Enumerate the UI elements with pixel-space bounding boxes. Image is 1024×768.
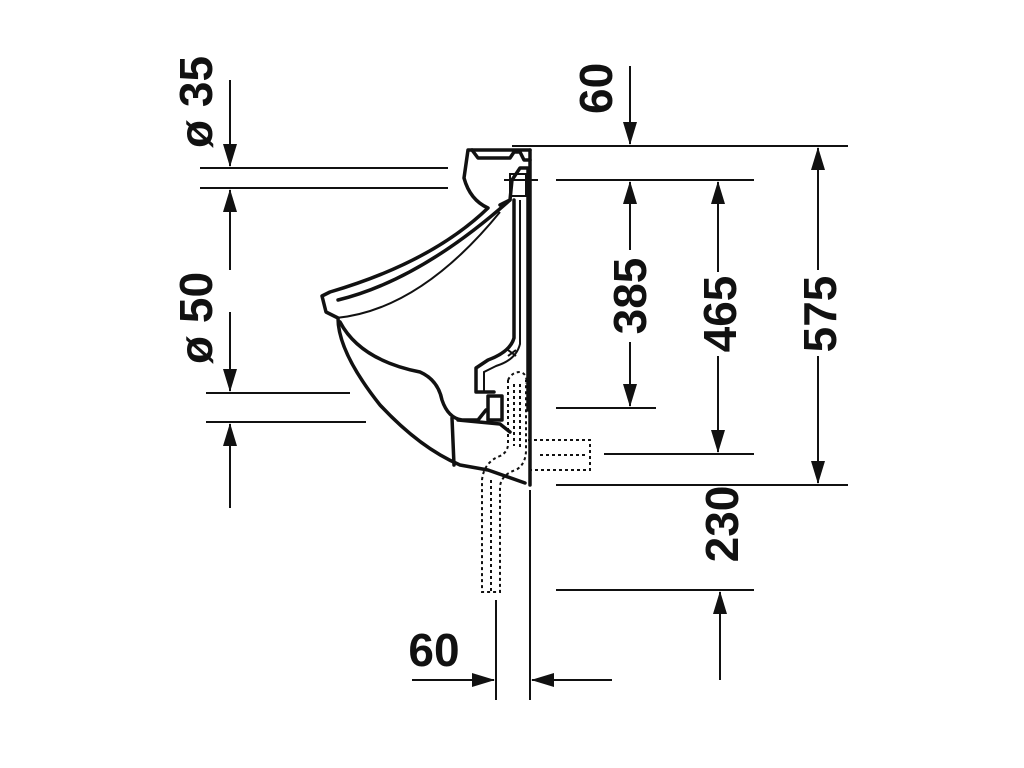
arrow-bottom60-left — [531, 673, 554, 687]
arrow-385-down — [623, 384, 637, 407]
arrow-465-up — [711, 181, 725, 204]
dimension-labels: ø 35 ø 50 60 385 465 575 230 60 — [170, 56, 846, 676]
arrow-d35-up — [223, 189, 237, 212]
base-plate — [450, 416, 512, 467]
inner-channel-edge — [483, 200, 521, 392]
label-inlet-to-outlet: 385 — [604, 258, 656, 335]
fixing-point — [507, 349, 517, 357]
bowl-inner-surface — [338, 320, 488, 422]
arrow-d35-down — [223, 144, 237, 167]
urinal-outline — [320, 148, 538, 487]
arrow-bottom60-right — [472, 673, 495, 687]
inlet-connector — [509, 173, 527, 197]
siphon-top-bend — [507, 370, 528, 385]
arrow-465-down — [711, 430, 725, 453]
bowl-outer-contour — [320, 148, 532, 485]
arrow-top60-down — [623, 122, 637, 145]
label-inlet-to-siphon: 465 — [694, 276, 746, 353]
arrow-230-up — [713, 591, 727, 614]
horizontal-outlet-pipe — [528, 439, 591, 471]
arrow-d50-up — [223, 423, 237, 446]
label-wall-offset: 60 — [408, 624, 459, 676]
siphon-inner-pipe — [513, 384, 521, 448]
siphon-vertical-outer — [481, 380, 527, 593]
arrow-385-up — [623, 181, 637, 204]
dimension-lines — [223, 66, 825, 687]
outlet-flange — [486, 394, 504, 422]
label-outlet-height: 230 — [696, 486, 748, 563]
arrow-d50-down — [223, 369, 237, 392]
label-outlet-diameter: ø 50 — [170, 272, 222, 364]
rim-inner-edge — [336, 198, 512, 302]
rim-lip — [335, 211, 501, 319]
top-cap — [470, 148, 532, 162]
label-top-offset: 60 — [570, 63, 622, 114]
inner-channel — [474, 198, 516, 394]
siphon-pipework — [481, 370, 591, 593]
arrow-575-up — [811, 147, 825, 170]
extension-lines — [200, 145, 848, 700]
label-inlet-diameter: ø 35 — [170, 56, 222, 148]
label-overall-height: 575 — [794, 276, 846, 353]
arrow-575-down — [811, 461, 825, 484]
